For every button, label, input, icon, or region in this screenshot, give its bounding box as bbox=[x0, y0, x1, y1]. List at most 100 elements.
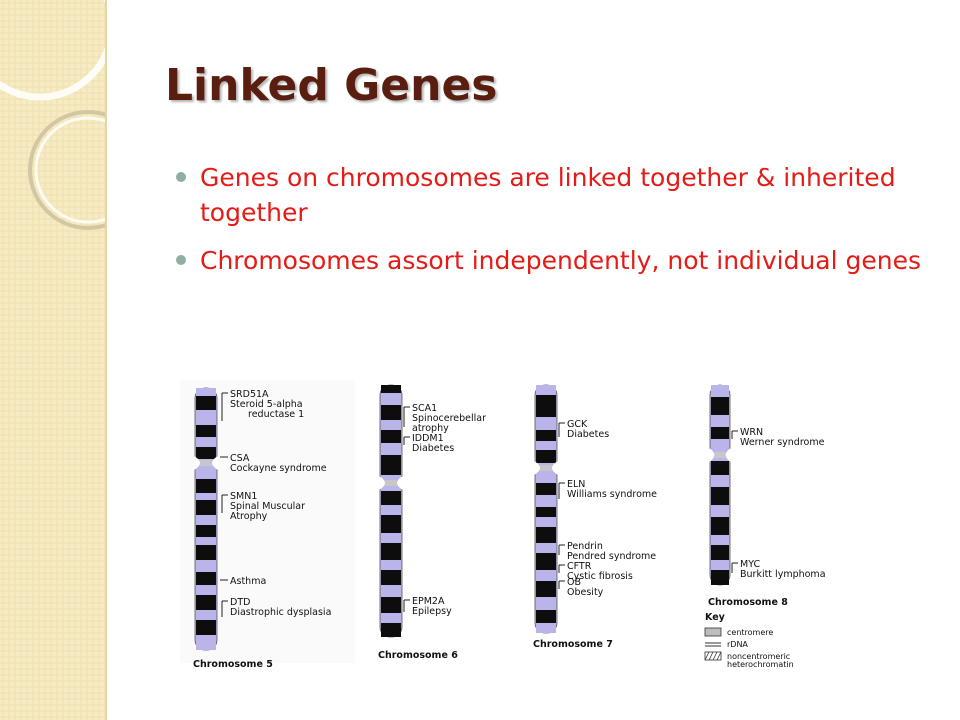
chromosome-band bbox=[196, 493, 216, 500]
chromosome-band bbox=[536, 543, 556, 553]
chromosome-band bbox=[711, 517, 729, 535]
chromosome-band bbox=[536, 553, 556, 570]
bullet-dot-icon bbox=[176, 172, 186, 182]
gene-label: SCA1 bbox=[412, 403, 437, 414]
chromosome-band bbox=[381, 455, 401, 475]
gene-label: Spinal Muscular bbox=[230, 501, 305, 512]
gene-label: OB bbox=[567, 577, 581, 588]
gene-label: Williams syndrome bbox=[567, 489, 657, 500]
gene-label: Steroid 5-alpha bbox=[230, 399, 303, 410]
gene-label: Epilepsy bbox=[412, 606, 452, 617]
key-swatch-centromere bbox=[704, 627, 722, 637]
centromere-notch bbox=[725, 448, 731, 462]
chromosome-band bbox=[381, 515, 401, 533]
chromosome-band bbox=[196, 437, 216, 447]
chromosome-band bbox=[381, 393, 401, 405]
chromosome-band bbox=[196, 447, 216, 459]
key-hatch bbox=[704, 651, 710, 661]
chromosome-band bbox=[536, 570, 556, 581]
key-hatch bbox=[716, 651, 722, 661]
gene-label: Pendred syndrome bbox=[567, 551, 656, 562]
centromere-notch bbox=[194, 456, 200, 470]
bullet-item: Genes on chromosomes are linked together… bbox=[176, 160, 936, 230]
chromosome-band bbox=[196, 560, 216, 572]
gene-label: Burkitt lymphoma bbox=[740, 569, 826, 580]
gene-annotation: Asthma bbox=[220, 576, 266, 587]
chromosome-band bbox=[536, 417, 556, 430]
gene-label: atrophy bbox=[412, 423, 449, 434]
gene-label: IDDM1 bbox=[412, 433, 444, 444]
gene-label: Asthma bbox=[230, 576, 266, 587]
gene-label: reductase 1 bbox=[248, 409, 304, 420]
chromosome-band bbox=[196, 620, 216, 635]
key-label: rDNA bbox=[727, 640, 748, 649]
key-label: heterochromatin bbox=[727, 660, 794, 669]
chromosome-band bbox=[536, 527, 556, 543]
gene-label: EPM2A bbox=[412, 596, 445, 607]
chromosome-band bbox=[711, 487, 729, 505]
chromosome-band bbox=[381, 585, 401, 597]
chromosome-name: Chromosome 7 bbox=[533, 639, 613, 650]
chromosome-band bbox=[381, 543, 401, 560]
chromosome-band bbox=[196, 537, 216, 545]
chromosome-band bbox=[711, 461, 729, 475]
chromosome-band bbox=[196, 635, 216, 650]
key-hatch bbox=[708, 651, 714, 661]
decorative-rings bbox=[0, 0, 107, 720]
gene-label: GCK bbox=[567, 419, 588, 430]
chromosome-band bbox=[196, 388, 216, 396]
key-title: Key bbox=[705, 612, 726, 623]
gene-label: Pendrin bbox=[567, 541, 603, 552]
gene-label: Obesity bbox=[567, 587, 604, 598]
gene-label: CFTR bbox=[567, 561, 592, 572]
centromere-notch bbox=[397, 476, 403, 490]
chromosome-band bbox=[196, 410, 216, 425]
chromosome-band bbox=[536, 517, 556, 527]
chromosome bbox=[709, 384, 731, 586]
chromosome-band bbox=[536, 581, 556, 597]
gene-label: MYC bbox=[740, 559, 760, 570]
chromosome-band bbox=[196, 585, 216, 595]
gene-label: ELN bbox=[567, 479, 585, 490]
chromosome-band bbox=[536, 385, 556, 395]
chromosome-band bbox=[711, 385, 729, 397]
bullet-text: Chromosomes assort independently, not in… bbox=[200, 246, 922, 275]
centromere-notch bbox=[379, 476, 385, 490]
chromosome bbox=[194, 387, 218, 651]
chromosome-band bbox=[196, 572, 216, 585]
chromosome-band bbox=[196, 610, 216, 620]
key-label: noncentromeric bbox=[727, 652, 790, 661]
gene-label: Atrophy bbox=[230, 511, 268, 522]
chromosome-band bbox=[536, 430, 556, 441]
chromosome-band bbox=[381, 420, 401, 430]
chromosome-band bbox=[711, 535, 729, 545]
chromosome-band bbox=[381, 505, 401, 515]
centromere bbox=[540, 465, 552, 471]
chromosome-band bbox=[536, 395, 556, 417]
chromosome bbox=[379, 384, 403, 638]
bullet-list: Genes on chromosomes are linked together… bbox=[176, 160, 936, 291]
key-hatch bbox=[712, 651, 718, 661]
key-label: centromere bbox=[727, 628, 773, 637]
chromosome-band bbox=[381, 623, 401, 637]
chromosome-band bbox=[381, 597, 401, 613]
bullet-item: Chromosomes assort independently, not in… bbox=[176, 243, 936, 278]
chromosome bbox=[534, 384, 558, 634]
gene-label: SMN1 bbox=[230, 491, 257, 502]
chromosome-band bbox=[381, 405, 401, 420]
chromosome-band bbox=[196, 515, 216, 525]
